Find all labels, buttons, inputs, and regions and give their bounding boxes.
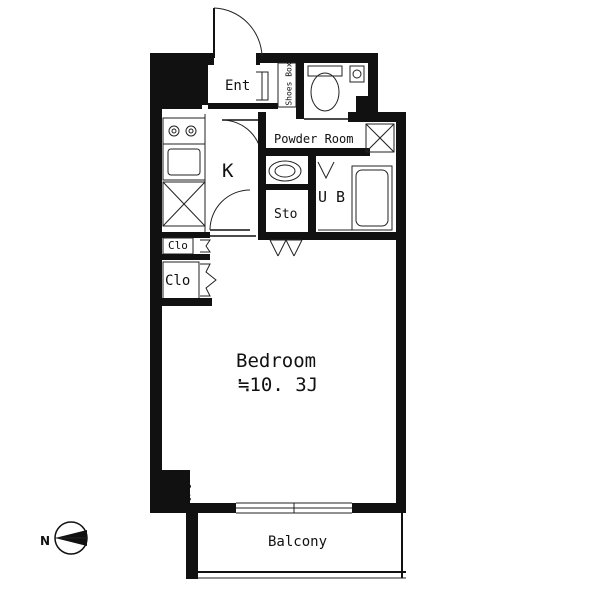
room-label-pipe-space: PS (186, 484, 192, 504)
room-label-bedroom: Bedroom (236, 350, 317, 372)
powder-room (258, 112, 395, 238)
kitchen-area (162, 103, 210, 238)
room-label-kitchen: K (222, 160, 234, 182)
room-label-storage: Sto (274, 207, 298, 222)
room-label-unit-bath: U B (318, 188, 346, 206)
compass-icon (54, 521, 88, 555)
toilet (307, 65, 368, 112)
room-label-balcony: Balcony (268, 534, 328, 550)
room-label-closet-large: Clo (165, 273, 191, 289)
compass-label: N (40, 534, 51, 548)
exterior-walls (150, 53, 406, 513)
unit-bath (317, 161, 393, 231)
closets (162, 237, 217, 306)
balcony (186, 513, 406, 579)
room-label-bedroom-size: ≒10. 3J (238, 374, 319, 396)
balcony-window (236, 502, 352, 514)
kitchen-doors (209, 119, 263, 237)
room-label-closet-small: Clo (168, 239, 188, 252)
room-label-entrance: Ent (225, 78, 251, 94)
room-label-shoes-box: Shoes Box (284, 62, 294, 106)
storage (258, 156, 406, 257)
room-label-powder-room: Powder Room (274, 132, 354, 146)
entrance-door (210, 7, 263, 65)
entrance-area (208, 62, 304, 119)
